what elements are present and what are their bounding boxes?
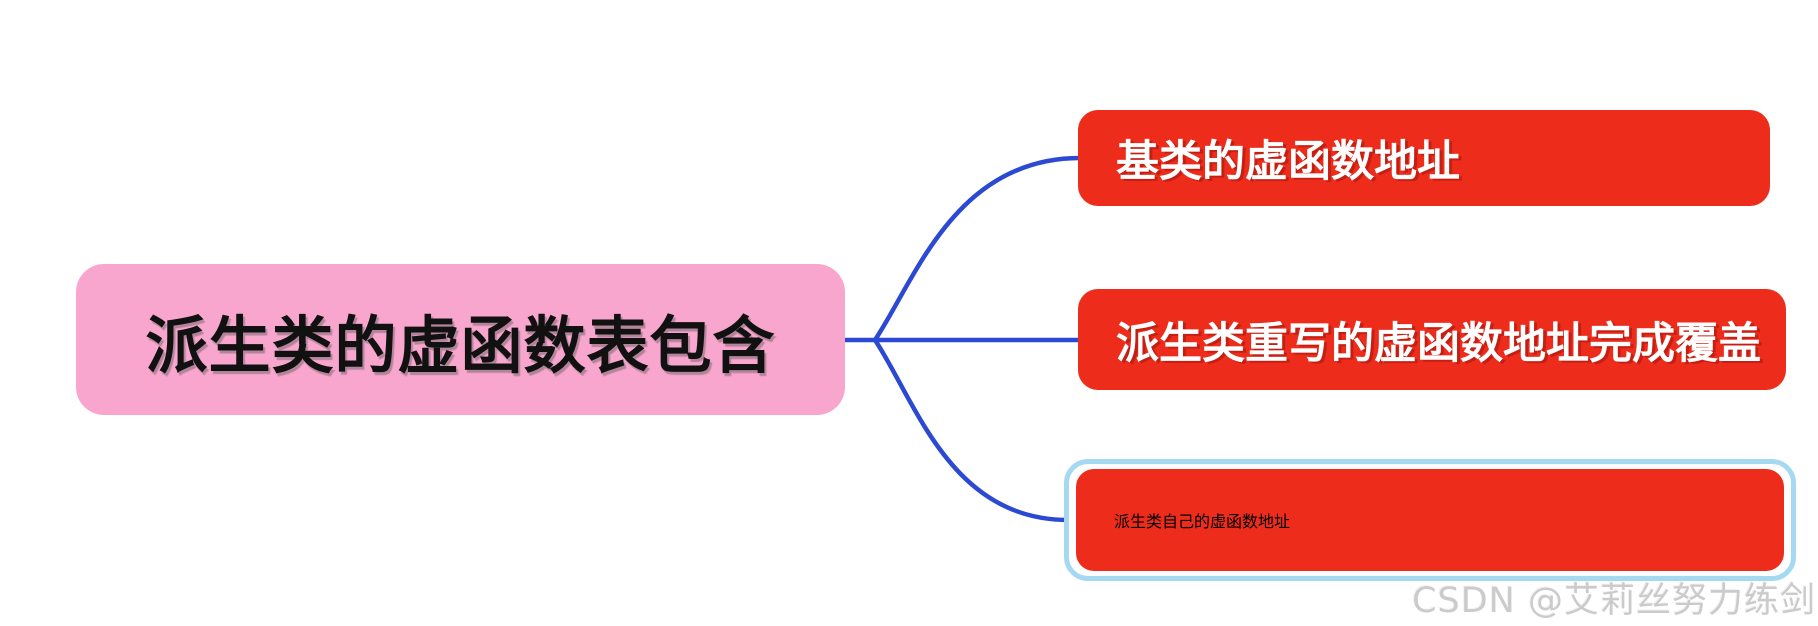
root-node[interactable]: 派生类的虚函数表包含 (76, 264, 845, 415)
child-node-base-class-vfunc-addresses[interactable]: 基类的虚函数地址 (1078, 110, 1770, 206)
child-node-label: 派生类自己的虚函数地址 (1114, 512, 1291, 531)
child-node-overridden-vfunc-addresses[interactable]: 派生类重写的虚函数地址完成覆盖 (1078, 289, 1786, 390)
child-node-label: 派生类重写的虚函数地址完成覆盖 (1116, 318, 1761, 369)
selected-node-highlight-ring[interactable]: 派生类自己的虚函数地址 (1064, 459, 1796, 581)
connector-root-to-child-1 (872, 155, 1083, 343)
root-node-label: 派生类的虚函数表包含 (145, 308, 776, 382)
child-node-label: 基类的虚函数地址 (1116, 137, 1460, 187)
watermark: CSDN @艾莉丝努力练剑 (1412, 581, 1816, 621)
connector-root-to-child-3 (872, 337, 1071, 523)
child-node-derived-own-vfunc-addresses[interactable]: 派生类自己的虚函数地址 (1076, 469, 1784, 571)
